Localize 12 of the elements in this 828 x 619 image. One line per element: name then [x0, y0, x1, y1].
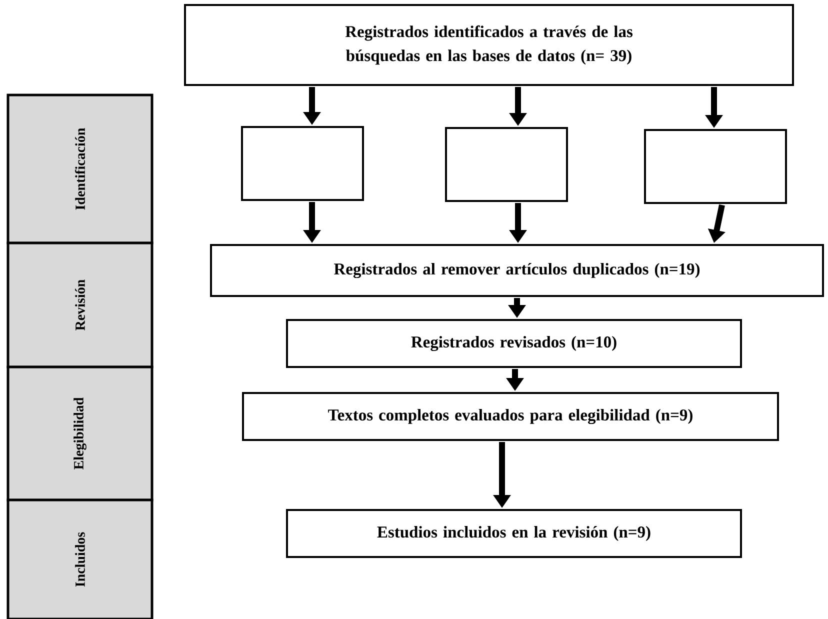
stage-label-band: Identificación — [6, 94, 154, 244]
stage-label-band: Elegibilidad — [6, 366, 154, 502]
process-box: Textos completos evaluados para elegibilidad (n=9) — [242, 392, 779, 441]
process-box: Estudios incluidos en la revisión (n=9) — [286, 509, 742, 558]
process-box: Registrados revisados (n=10) — [286, 319, 742, 368]
stage-label-band: Incluidos — [6, 498, 154, 619]
process-box: Registrados identificados a través de las búsquedas en las bases de datos (n= 39) — [184, 4, 794, 86]
stage-label-band: Revisión — [6, 242, 154, 368]
process-box — [445, 127, 568, 202]
process-box — [644, 129, 787, 204]
process-box — [241, 126, 364, 201]
process-box: Registrados al remover artículos duplicados (n=19) — [210, 244, 824, 297]
